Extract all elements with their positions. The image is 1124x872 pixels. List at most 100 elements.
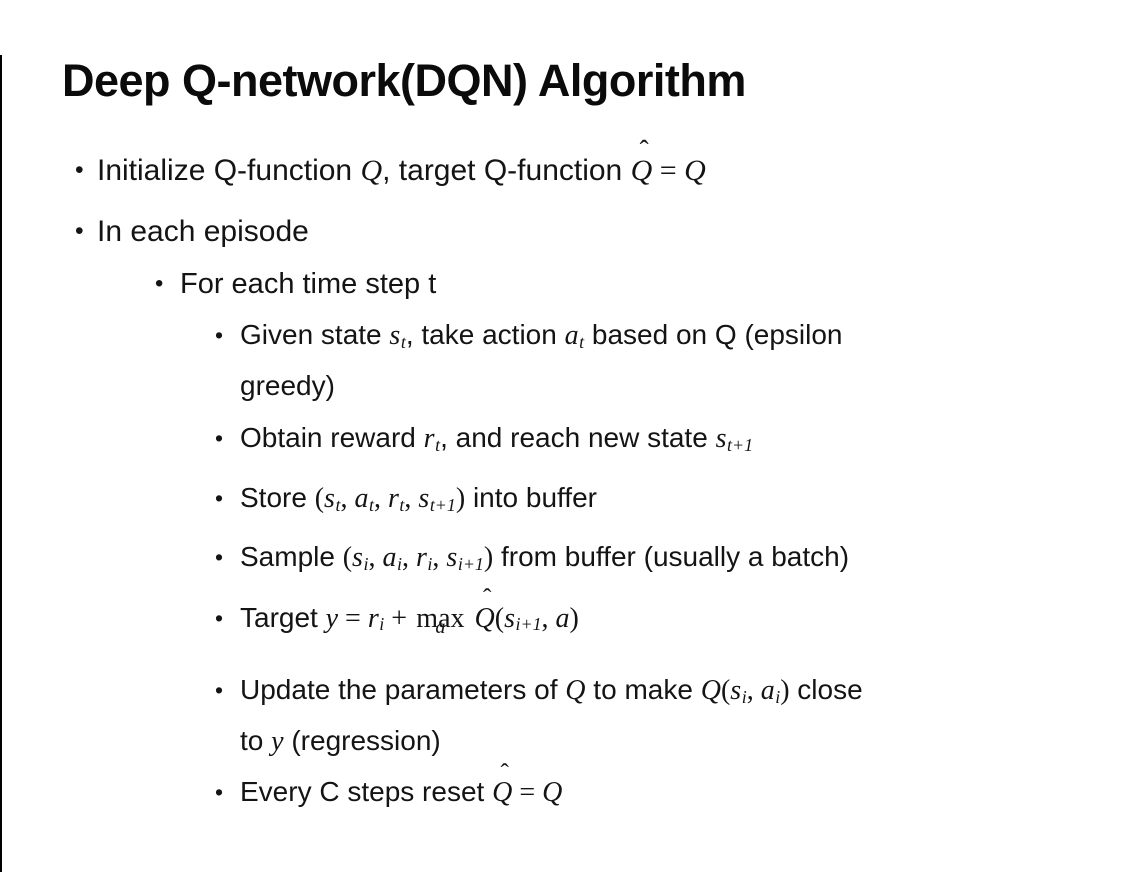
math-variable: si	[730, 675, 747, 708]
math-variable: st+1	[418, 482, 456, 515]
text-segment: Sample	[240, 540, 343, 572]
bullet-item: •For each time step t	[155, 262, 1124, 306]
text-segment: Target	[240, 601, 326, 633]
slide: Deep Q-network(DQN) Algorithm • Initializ…	[0, 55, 1124, 872]
bullet-item: •Initialize Q-function Q, target Q-funct…	[75, 137, 1124, 193]
bullet-icon: •	[215, 779, 224, 806]
text-segment: Every C steps reset	[240, 776, 493, 808]
text-segment: into buffer	[465, 481, 597, 513]
text-segment: to	[240, 725, 272, 757]
math-variable: a	[555, 602, 570, 634]
bullet-text: Obtain reward rt, and reach new state st…	[240, 416, 1124, 467]
math-variable: ri	[415, 541, 433, 574]
math-subscript: t	[400, 331, 406, 352]
math-variable: Q	[565, 675, 586, 707]
math-symbol-segment: )	[780, 675, 790, 707]
bullet-item: • Update the parameters of Q to make Q(si…	[215, 668, 1124, 764]
math-variable: st+1	[715, 422, 754, 455]
math-symbol-segment: ,	[541, 602, 556, 634]
text-segment: (regression)	[283, 725, 441, 757]
math-variable: Q	[700, 675, 721, 707]
math-symbol-segment: =	[338, 602, 368, 634]
math-subscript: i+1	[457, 553, 484, 574]
math-symbol-segment: )	[455, 482, 466, 514]
math-symbol-segment: (	[314, 482, 325, 514]
max-operator-label: max	[416, 602, 465, 634]
bullet-icon: •	[75, 156, 84, 184]
math-subscript: i	[379, 614, 385, 635]
bullet-item: • In each episode	[75, 210, 1124, 254]
math-variable: si	[352, 541, 369, 574]
text-segment: Initialize Q-function	[97, 153, 361, 187]
math-subscript: i	[427, 553, 433, 574]
text-segment: based on Q (epsilon	[584, 318, 843, 350]
math-variable: at	[354, 482, 374, 515]
text-segment: , target Q-function	[382, 153, 631, 187]
math-variable: at	[564, 319, 585, 352]
text-segment: For each time step t	[180, 267, 437, 300]
math-variable: Q	[360, 153, 383, 187]
text-segment: , take action	[405, 318, 565, 350]
math-variable: y	[271, 726, 284, 758]
bullet-item: •Store (st, at, rt, st+1) into buffer	[215, 476, 1124, 527]
bullet-text: Update the parameters of Q to make Q(si,…	[240, 668, 1124, 764]
bullet-icon: •	[215, 604, 224, 631]
slide-title: Deep Q-network(DQN) Algorithm	[62, 55, 746, 106]
math-subscript: t+1	[429, 494, 456, 515]
math-subscript: i+1	[515, 614, 542, 635]
text-segment	[467, 602, 475, 633]
bullet-list: •Initialize Q-function Q, target Q-funct…	[0, 137, 1124, 816]
math-variable: Q	[684, 153, 706, 187]
bullet-icon: •	[215, 677, 224, 704]
math-symbol-segment: ,	[373, 482, 388, 514]
math-symbol-segment: ,	[368, 541, 383, 573]
text-segment: from buffer (usually a batch)	[493, 540, 850, 572]
bullet-icon: •	[215, 484, 224, 511]
math-subscript: t	[435, 434, 441, 455]
math-variable: st	[389, 319, 406, 352]
text-segment: to make	[585, 674, 701, 706]
math-subscript: i	[741, 687, 747, 708]
hat-accent-icon: ˆ	[639, 135, 649, 166]
text-segment: greedy)	[240, 369, 335, 401]
math-symbol-segment: (	[720, 675, 731, 707]
math-subscript: t	[399, 494, 405, 515]
math-symbol-segment: =	[512, 777, 543, 809]
text-segment: Store	[240, 481, 315, 513]
max-operator-subscript: a	[435, 615, 446, 638]
math-variable: si+1	[446, 541, 484, 574]
bullet-item: • Obtain reward rt, and reach new state s…	[215, 416, 1124, 467]
math-symbol-segment: (	[342, 541, 353, 573]
slide-left-border	[0, 55, 2, 872]
math-symbol-segment: )	[569, 602, 579, 634]
hat-accent-icon: ˆ	[500, 759, 509, 787]
math-variable: rt	[387, 482, 405, 515]
math-symbol-segment: ,	[746, 675, 761, 707]
math-symbol-segment: )	[483, 541, 494, 573]
bullet-text: For each time step t	[180, 262, 1124, 306]
math-symbol-segment: =	[652, 153, 685, 187]
math-symbol-segment: ,	[340, 482, 355, 514]
bullet-item: •Given state st, take action at based on…	[215, 313, 1124, 408]
bullet-text: In each episode	[97, 210, 1124, 254]
math-subscript: t	[579, 331, 585, 352]
bullet-text: Given state st, take action at based on …	[240, 313, 1124, 408]
text-segment: close	[789, 674, 863, 706]
math-subscript: t+1	[727, 434, 754, 455]
math-variable: ai	[760, 675, 781, 708]
math-subscript: t	[335, 494, 341, 515]
bullet-icon: •	[215, 424, 224, 451]
math-variable: st	[324, 482, 341, 515]
text-segment: , and reach new state	[440, 421, 716, 453]
bullet-icon: •	[75, 217, 84, 245]
math-variable: Q	[542, 777, 563, 809]
hat-accent-icon: ˆ	[482, 584, 492, 612]
math-variable: y	[325, 602, 339, 634]
math-variable: ri	[367, 602, 385, 635]
